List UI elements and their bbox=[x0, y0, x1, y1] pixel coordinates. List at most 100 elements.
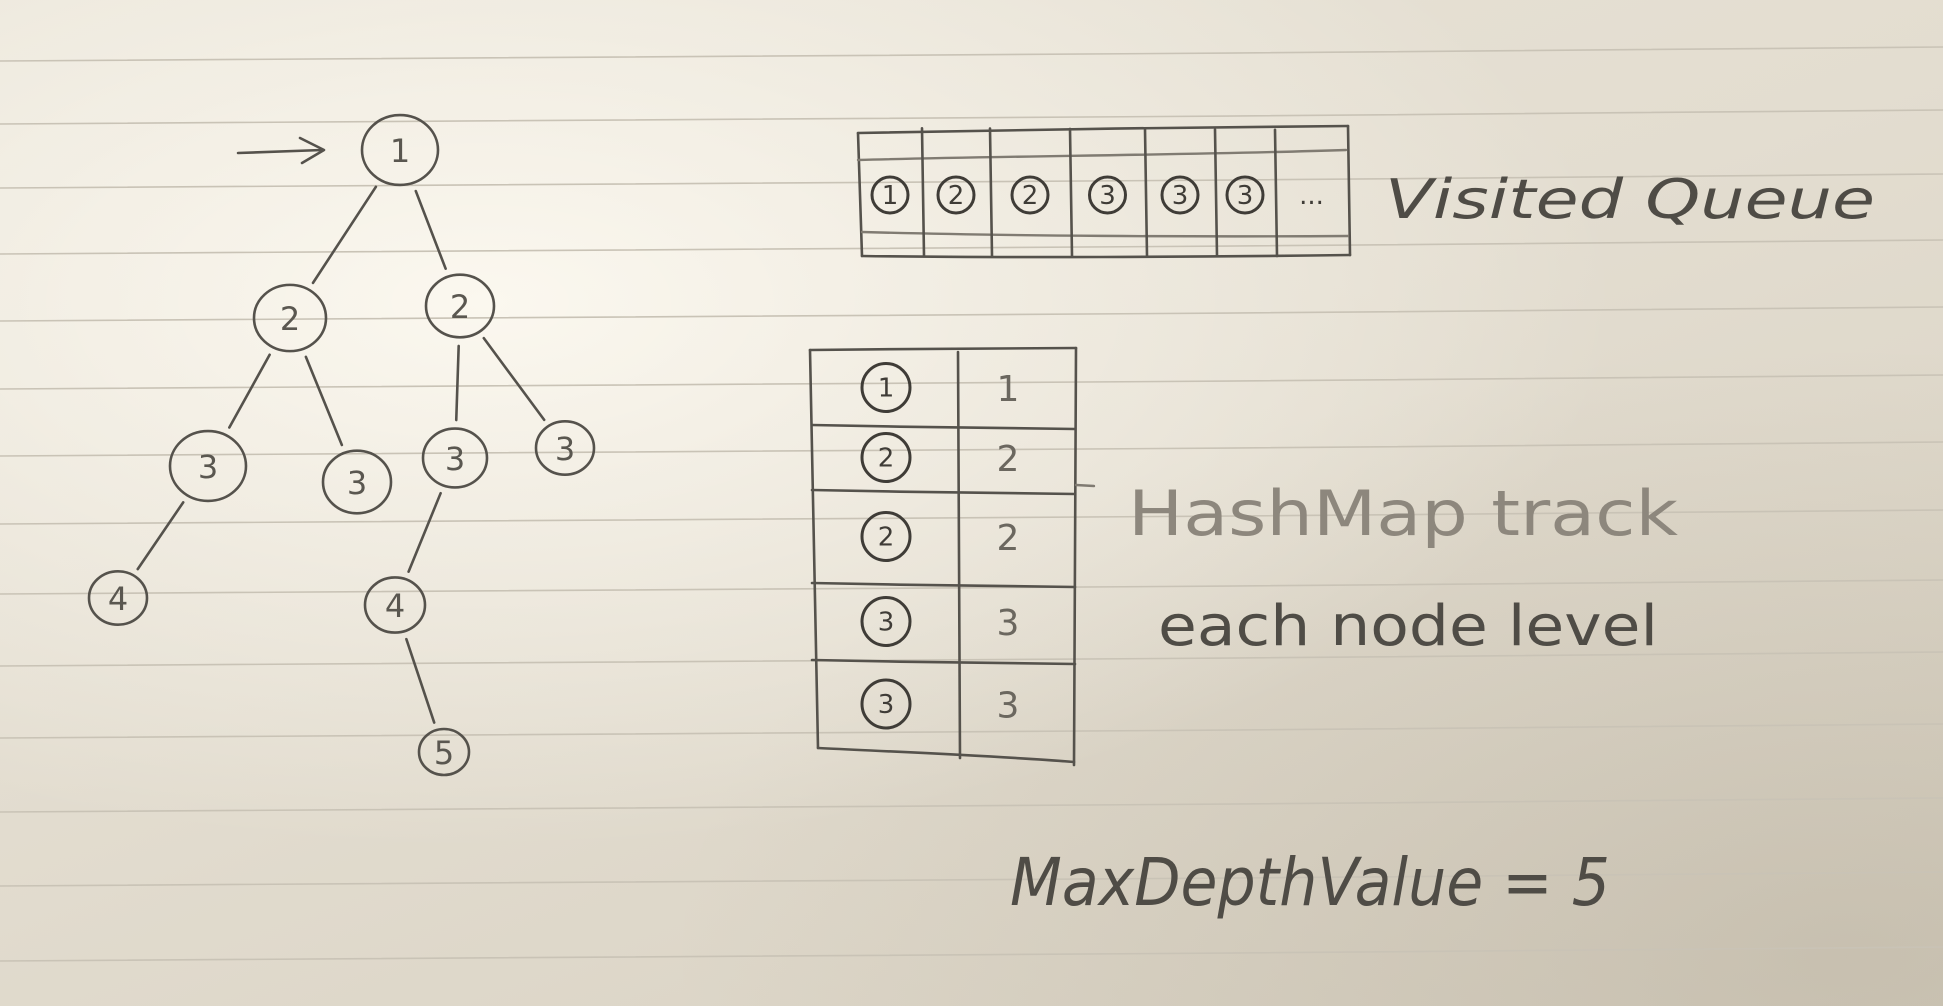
queue-cell-circle bbox=[1225, 175, 1265, 215]
queue-caption: Visited Queue bbox=[1385, 168, 1875, 231]
hashmap-node-circle bbox=[860, 511, 912, 562]
tree-node: 1 bbox=[360, 113, 440, 187]
hashmap-node-circle bbox=[860, 678, 912, 730]
hashmap-node-label: 2 bbox=[878, 444, 895, 474]
queue-cell-label: 3 bbox=[1172, 181, 1189, 211]
hashmap-level-value: 3 bbox=[997, 686, 1020, 727]
queue-divider bbox=[1068, 127, 1074, 258]
hashmap-node-label: 1 bbox=[878, 374, 895, 404]
queue-cell: 2 bbox=[1010, 175, 1050, 215]
ruled-line bbox=[0, 871, 1943, 887]
ruled-line bbox=[0, 723, 1943, 739]
queue-divider bbox=[1213, 128, 1219, 258]
queue-cell: ... bbox=[1299, 181, 1324, 211]
node-circle bbox=[363, 576, 427, 634]
tree-node: 5 bbox=[417, 727, 471, 777]
node-label: 4 bbox=[385, 587, 405, 625]
tree-node: 4 bbox=[87, 570, 149, 626]
queue-divider bbox=[988, 127, 994, 258]
hashmap-level-value: 2 bbox=[997, 518, 1020, 559]
queue-cell-circle bbox=[1010, 175, 1050, 215]
queue-divider bbox=[920, 127, 926, 258]
node-circle bbox=[168, 429, 248, 503]
tree-node: 3 bbox=[321, 449, 393, 515]
queue-cell: 1 bbox=[870, 175, 910, 215]
queue-cell: 3 bbox=[1225, 175, 1265, 215]
queue-cell-label: ... bbox=[1299, 181, 1324, 211]
ruled-line bbox=[0, 651, 1943, 667]
tree-edge bbox=[228, 353, 271, 429]
queue-divider bbox=[1143, 127, 1149, 258]
max-depth-result: MaxDepthValue = 5 bbox=[1010, 844, 1610, 921]
node-circle bbox=[534, 420, 596, 476]
node-circle bbox=[252, 283, 328, 353]
node-label: 1 bbox=[390, 132, 410, 170]
ruled-line bbox=[0, 374, 1943, 390]
ruled-line bbox=[0, 797, 1943, 813]
ruled-line bbox=[0, 306, 1943, 322]
queue-cell: 2 bbox=[936, 175, 976, 215]
node-label: 3 bbox=[555, 430, 575, 468]
hashmap-caption-line1: HashMap track bbox=[1128, 477, 1678, 550]
tree-edge bbox=[454, 344, 460, 422]
node-circle bbox=[87, 570, 149, 626]
ruled-line bbox=[0, 173, 1943, 189]
queue-cell: 3 bbox=[1088, 175, 1127, 215]
tree-edge bbox=[136, 501, 185, 571]
hashmap-node-circle bbox=[860, 432, 912, 483]
queue-cell-circle bbox=[870, 175, 910, 215]
hashmap-node-label: 3 bbox=[878, 608, 895, 638]
tree-node: 3 bbox=[168, 429, 248, 503]
hashmap-row-line bbox=[810, 488, 1077, 496]
tree-edge bbox=[414, 189, 447, 270]
queue-cell: 3 bbox=[1160, 175, 1200, 215]
queue-cell-circle bbox=[936, 175, 976, 215]
tree-edge bbox=[407, 491, 442, 573]
ruled-line bbox=[0, 441, 1943, 457]
node-label: 3 bbox=[347, 464, 367, 502]
ruled-line bbox=[0, 239, 1943, 255]
hashmap-node-label: 3 bbox=[878, 690, 895, 720]
tree: 1 2 2 3 3 3 3 4 4 5 bbox=[87, 113, 596, 777]
start-arrow-icon bbox=[236, 136, 326, 165]
hashmap-row-lines bbox=[810, 423, 1077, 666]
queue-cell-label: 2 bbox=[1022, 181, 1039, 211]
tree-edge bbox=[482, 336, 546, 422]
tree-node: 4 bbox=[363, 576, 427, 634]
tree-edge bbox=[311, 185, 378, 285]
ruled-lines bbox=[0, 46, 1943, 962]
hashmap-row-line bbox=[810, 658, 1077, 666]
node-circle bbox=[417, 727, 471, 777]
ruled-line bbox=[0, 109, 1943, 125]
tree-node: 2 bbox=[252, 283, 328, 353]
queue-cell-label: 1 bbox=[882, 181, 899, 211]
queue-cells: 1 2 2 3 3 3... bbox=[870, 175, 1324, 215]
hashmap-level-value: 2 bbox=[997, 439, 1020, 480]
queue-dividers bbox=[920, 127, 1279, 258]
hashmap-caption-line2: each node level bbox=[1158, 594, 1658, 659]
hashmap-level-value: 3 bbox=[997, 603, 1020, 644]
node-circle bbox=[421, 427, 489, 489]
node-label: 5 bbox=[434, 734, 454, 772]
node-circle bbox=[321, 449, 393, 515]
tree-node: 2 bbox=[424, 273, 496, 339]
ruled-line bbox=[0, 509, 1943, 525]
queue-cell-circle bbox=[1160, 175, 1200, 215]
node-circle bbox=[360, 113, 440, 187]
queue-cell-label: 2 bbox=[948, 181, 965, 211]
queue-cell-label: 3 bbox=[1237, 181, 1254, 211]
visited-queue: 1 2 2 3 3 3... Visited Queue bbox=[856, 124, 1875, 259]
tree-node: 3 bbox=[421, 427, 489, 489]
hashmap-node-circle bbox=[860, 596, 912, 647]
tree-node: 3 bbox=[534, 420, 596, 476]
hashmap-node-circle bbox=[860, 362, 912, 413]
node-label: 2 bbox=[280, 300, 300, 338]
